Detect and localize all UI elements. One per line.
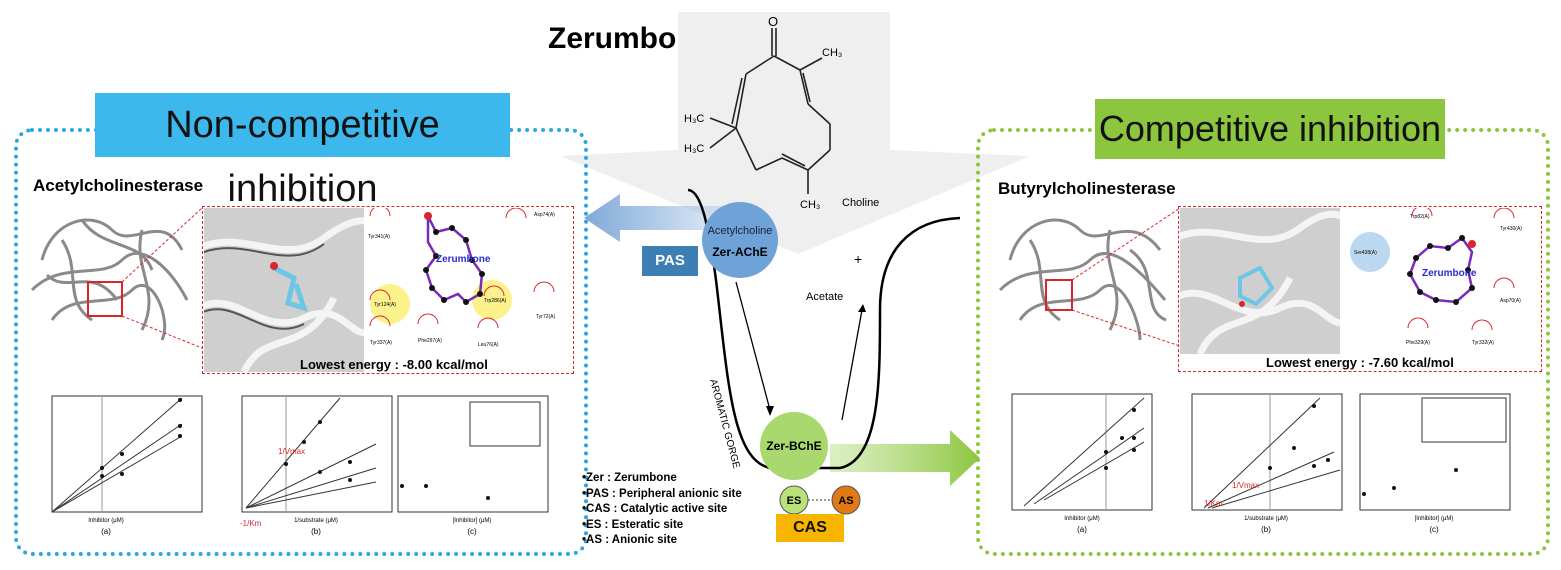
- binding-site-marker: [87, 281, 123, 317]
- as-label: AS: [838, 495, 853, 507]
- plot-xlabel: [Inhibitor] (μM): [453, 518, 492, 524]
- residue-label: Tyr341(A): [368, 234, 390, 240]
- plot-label: (a): [101, 527, 111, 536]
- plot-xlabel: [Inhibitor] (μM): [1415, 516, 1454, 522]
- residue-label: Phe329(A): [1406, 340, 1430, 346]
- bche-docking-view: [1180, 208, 1340, 354]
- acetate-label: Acetate: [806, 291, 843, 303]
- legend-item: •Zer : Zerumbone: [582, 472, 677, 484]
- residue-label: Leu76(A): [478, 342, 499, 348]
- zer-bche-label: Zer-BChE: [766, 439, 821, 453]
- bche-kinetic-plots: 1/Vmax 1/Km Inhibitor (μM) 1/substrate (…: [1011, 393, 1511, 534]
- km-label: -1/Km: [240, 519, 262, 528]
- plot-label: (c): [1429, 525, 1439, 534]
- residue-label: Tyr72(A): [536, 314, 556, 320]
- ligand-label: Zerumbone: [1422, 268, 1477, 279]
- choline-label: Choline: [842, 197, 879, 209]
- oxygen-label: O: [768, 14, 778, 29]
- residue-label: Tyr332(A): [1472, 340, 1494, 346]
- pas-box: PAS: [642, 246, 698, 276]
- legend-item: •AS : Anionic site: [582, 534, 677, 547]
- plot-label: (b): [1261, 525, 1271, 534]
- ache-docking-view: [204, 208, 364, 372]
- ache-kinetic-plots: 1/Vmax -1/Km Inhibitor (μM) 1/substrate …: [51, 395, 549, 536]
- bche-label: Butyrylcholinesterase: [998, 179, 1176, 198]
- ache-protein-ribbon: [30, 207, 202, 349]
- bche-interaction-map: Zerumbone Trp82(A) Tyr430(A) Ser438(A) A…: [1350, 208, 1522, 346]
- zerumbone-skeleton: [709, 28, 831, 194]
- cas-box: CAS: [776, 514, 844, 542]
- methyl-label: CH₃: [822, 47, 842, 59]
- residue-label: Tyr337(A): [370, 340, 392, 346]
- zer-bche-circle: [760, 412, 828, 480]
- residue-label: Asp74(A): [534, 212, 555, 218]
- bche-energy: Lowest energy : -7.60 kcal/mol: [1266, 355, 1454, 370]
- gorge-arrow-down: [735, 281, 771, 411]
- non-competitive-heading: Non-competitive inhibition: [95, 93, 510, 210]
- residue-label: Asp70(A): [1500, 298, 1521, 304]
- methyl-label: H₃C: [684, 143, 704, 155]
- plus-sign: +: [854, 251, 862, 267]
- as-circle: [831, 485, 861, 515]
- bche-protein-ribbon: [998, 207, 1180, 347]
- plot-label: (a): [1077, 525, 1087, 534]
- legend-item: •PAS : Peripheral anionic site: [582, 487, 742, 500]
- arrow-to-ache: [584, 194, 730, 242]
- zerumbone-pose: [272, 265, 308, 312]
- residue-label: Trp82(A): [1410, 214, 1430, 220]
- arrow-background-shape: [560, 12, 1030, 254]
- methyl-label: H₃C: [684, 113, 704, 125]
- acetylcholine-label: Acetylcholine: [708, 225, 773, 237]
- ache-energy: Lowest energy : -8.00 kcal/mol: [300, 357, 488, 372]
- residue-label: Phe297(A): [418, 338, 442, 344]
- plot-xlabel: 1/substrate (μM): [1244, 516, 1288, 522]
- methyl-label: CH₃: [800, 199, 820, 211]
- arrow-to-bche: [830, 430, 980, 486]
- zerumbone-pose: [1238, 265, 1275, 307]
- binding-site-marker: [1045, 279, 1073, 311]
- bche-docking-box: [1178, 206, 1542, 372]
- plot-xlabel: Inhibitor (μM): [1064, 516, 1099, 522]
- plot-xlabel: Inhibitor (μM): [88, 518, 123, 524]
- es-label: ES: [787, 495, 802, 507]
- vmax-label: 1/Vmax: [278, 447, 305, 456]
- legend-item: •ES : Esteratic site: [582, 518, 684, 531]
- competitive-heading: Competitive inhibition: [1095, 99, 1445, 159]
- abbreviation-legend: •Zer : Zerumbone •PAS : Peripheral anion…: [582, 471, 742, 549]
- ache-docking-box: [202, 206, 574, 374]
- residue-label: Tyr124(A): [374, 302, 396, 308]
- plot-label: (b): [311, 527, 321, 536]
- ligand-label: Zerumbone: [436, 254, 491, 265]
- km-label: 1/Km: [1204, 499, 1223, 508]
- plot-label: (c): [467, 527, 477, 536]
- residue-label: Tyr430(A): [1500, 226, 1522, 232]
- zer-ache-circle: [702, 202, 778, 278]
- zerumbone-structure: O H₃C H₃C CH₃ CH₃: [560, 12, 1030, 254]
- plot-xlabel: 1/substrate (μM): [294, 518, 338, 524]
- zer-ache-label: Zer-AChE: [712, 245, 767, 259]
- ache-interaction-map: Zerumbone Tyr341(A) Asp74(A) Tyr124(A) T…: [368, 208, 556, 348]
- legend-item: •CAS : Catalytic active site: [582, 503, 728, 516]
- residue-label: Trp286(A): [484, 298, 507, 304]
- mechanism-diagram: Acetylcholine Zer-AChE Zer-BChE AROMATIC…: [584, 188, 980, 515]
- vmax-label: 1/Vmax: [1232, 481, 1259, 490]
- ache-label: Acetylcholinesterase: [33, 176, 204, 195]
- residue-label: Ser438(A): [1354, 250, 1377, 256]
- gorge-arrow-up: [841, 309, 863, 421]
